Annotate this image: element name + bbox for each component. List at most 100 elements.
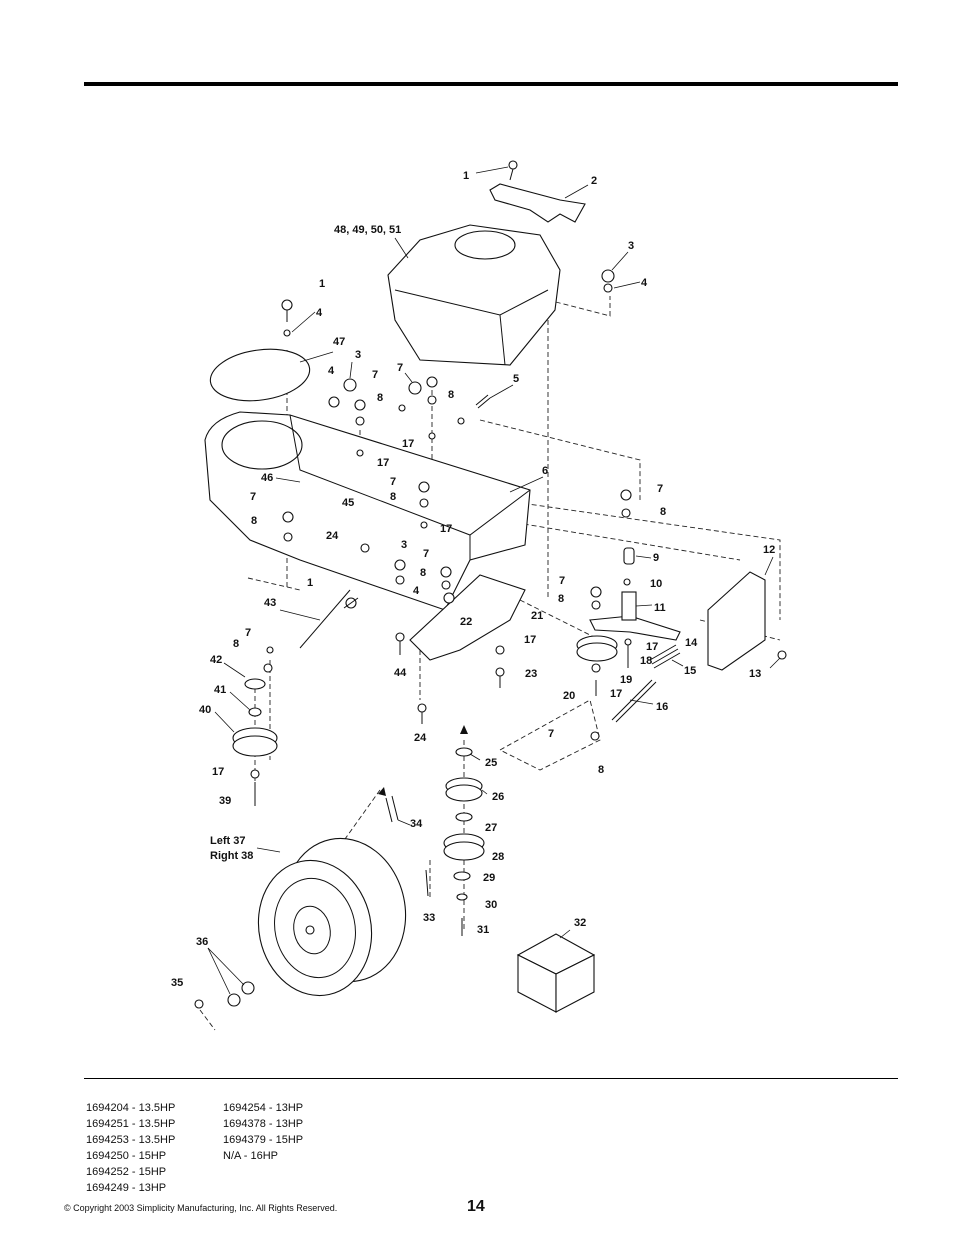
callout: 48, 49, 50, 51 bbox=[334, 224, 401, 236]
callout: 7 bbox=[559, 575, 565, 587]
bottom-rule bbox=[84, 1078, 898, 1079]
callout: 1 bbox=[319, 278, 325, 290]
callout: 17 bbox=[646, 641, 658, 653]
callout: 7 bbox=[250, 491, 256, 503]
model-entry: 1694378 - 13HP bbox=[223, 1118, 304, 1130]
model-list-column-1: 1694204 - 13.5HP 1694251 - 13.5HP 169425… bbox=[86, 1100, 175, 1196]
wheel bbox=[194, 837, 407, 1009]
callout: 2 bbox=[591, 175, 597, 187]
callout: 17 bbox=[610, 688, 622, 700]
callout: 29 bbox=[483, 872, 495, 884]
callout: 16 bbox=[656, 701, 668, 713]
callout: 26 bbox=[492, 791, 504, 803]
callout: 17 bbox=[402, 438, 414, 450]
callout: Right 38 bbox=[210, 850, 253, 862]
callout: 4 bbox=[413, 585, 420, 597]
callout: 24 bbox=[326, 530, 339, 542]
callout: 13 bbox=[749, 668, 761, 680]
callout: 20 bbox=[563, 690, 575, 702]
callout: 1 bbox=[463, 170, 469, 182]
callout: 3 bbox=[355, 349, 361, 361]
callout: 7 bbox=[657, 483, 663, 495]
model-entry: 1694250 - 15HP bbox=[86, 1150, 167, 1162]
callout: 47 bbox=[333, 336, 345, 348]
callout: 17 bbox=[524, 634, 536, 646]
callout: 36 bbox=[196, 936, 208, 948]
callout-labels: 1 2 48, 49, 50, 51 3 4 1 4 47 3 4 7 8 7 … bbox=[171, 170, 775, 989]
top-rule bbox=[84, 82, 898, 86]
callout: 8 bbox=[251, 515, 257, 527]
engine bbox=[387, 224, 561, 366]
callout: 25 bbox=[485, 757, 497, 769]
callout: 8 bbox=[448, 389, 454, 401]
callout: 35 bbox=[171, 977, 183, 989]
callout: 8 bbox=[420, 567, 426, 579]
callout: 19 bbox=[620, 674, 632, 686]
callout: 7 bbox=[245, 627, 251, 639]
callout: 9 bbox=[653, 552, 659, 564]
callout: 44 bbox=[394, 667, 407, 679]
callout: 17 bbox=[440, 523, 452, 535]
model-entry: 1694204 - 13.5HP bbox=[86, 1102, 176, 1114]
callout: 39 bbox=[219, 795, 231, 807]
callout: 12 bbox=[763, 544, 775, 556]
callout: 27 bbox=[485, 822, 497, 834]
callout: 45 bbox=[342, 497, 354, 509]
arrow-icon bbox=[378, 725, 468, 796]
callout: 8 bbox=[233, 638, 239, 650]
bracket bbox=[489, 183, 586, 223]
exploded-parts-diagram: 1 2 48, 49, 50, 51 3 4 1 4 47 3 4 7 8 7 … bbox=[171, 160, 787, 1031]
callout: 22 bbox=[460, 616, 472, 628]
model-entry: 1694253 - 13.5HP bbox=[86, 1134, 176, 1146]
carton bbox=[516, 933, 596, 1013]
model-entry: 1694251 - 13.5HP bbox=[86, 1118, 176, 1130]
callout: 7 bbox=[372, 369, 378, 381]
callout: 4 bbox=[641, 277, 648, 289]
mounting-plate bbox=[409, 574, 526, 661]
callout: 43 bbox=[264, 597, 276, 609]
callout: 6 bbox=[542, 465, 548, 477]
callout: 34 bbox=[410, 818, 423, 830]
hardware bbox=[250, 160, 787, 936]
callout: 32 bbox=[574, 917, 586, 929]
model-entry: 1694252 - 15HP bbox=[86, 1166, 167, 1178]
callout: 23 bbox=[525, 668, 537, 680]
model-entry: 1694254 - 13HP bbox=[223, 1102, 304, 1114]
callout: 15 bbox=[684, 665, 696, 677]
callout: 8 bbox=[598, 764, 604, 776]
callout: Left 37 bbox=[210, 835, 245, 847]
callout: 21 bbox=[531, 610, 543, 622]
callout: 33 bbox=[423, 912, 435, 924]
callout: 24 bbox=[414, 732, 427, 744]
callout: 7 bbox=[423, 548, 429, 560]
frame bbox=[204, 411, 531, 611]
callout: 31 bbox=[477, 924, 489, 936]
side-bracket bbox=[707, 571, 766, 671]
callout: 42 bbox=[210, 654, 222, 666]
callout: 8 bbox=[377, 392, 383, 404]
model-entry: 1694249 - 13HP bbox=[86, 1182, 167, 1194]
callout: 8 bbox=[390, 491, 396, 503]
leader-lines bbox=[207, 166, 781, 995]
callout: 7 bbox=[548, 728, 554, 740]
callout: 8 bbox=[660, 506, 666, 518]
model-entry: 1694379 - 15HP bbox=[223, 1134, 304, 1146]
callout: 8 bbox=[558, 593, 564, 605]
callout: 14 bbox=[685, 637, 698, 649]
callout: 1 bbox=[307, 577, 313, 589]
copyright-notice: © Copyright 2003 Simplicity Manufacturin… bbox=[64, 1203, 338, 1213]
callout: 5 bbox=[513, 373, 519, 385]
callout: 4 bbox=[316, 307, 323, 319]
callout: 41 bbox=[214, 684, 226, 696]
model-entry: N/A - 16HP bbox=[223, 1150, 279, 1162]
callout: 3 bbox=[628, 240, 634, 252]
gasket bbox=[209, 348, 311, 402]
model-list-column-2: 1694254 - 13HP 1694378 - 13HP 1694379 - … bbox=[223, 1100, 303, 1164]
callout: 17 bbox=[212, 766, 224, 778]
callout: 30 bbox=[485, 899, 497, 911]
callout: 3 bbox=[401, 539, 407, 551]
callout: 17 bbox=[377, 457, 389, 469]
page-number: 14 bbox=[467, 1198, 485, 1215]
callout: 11 bbox=[654, 602, 666, 614]
callout: 7 bbox=[397, 362, 403, 374]
